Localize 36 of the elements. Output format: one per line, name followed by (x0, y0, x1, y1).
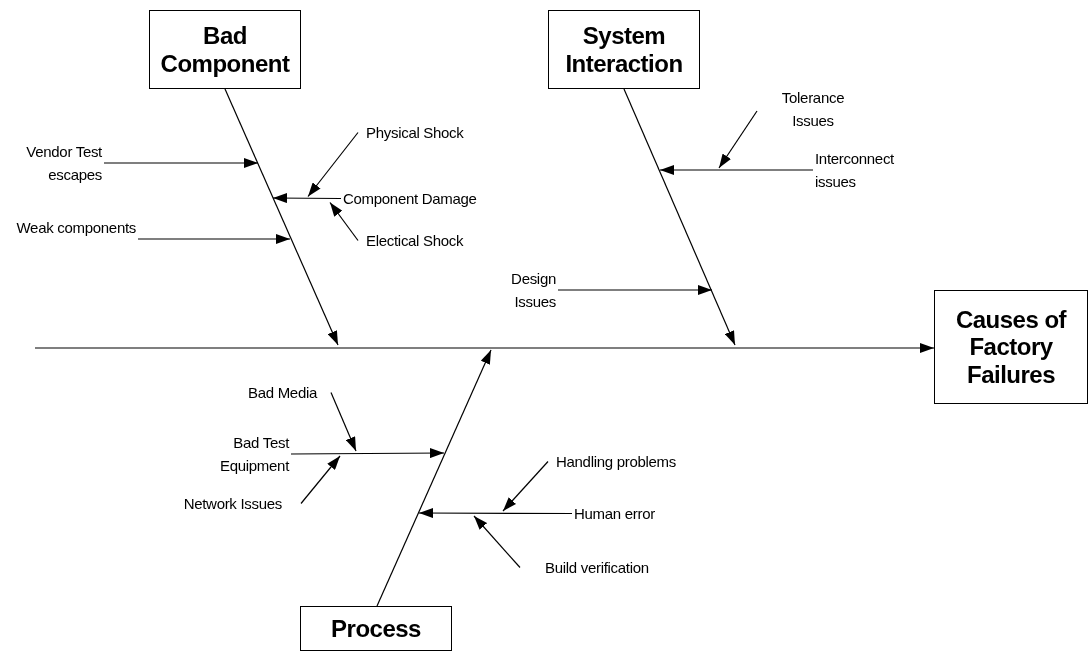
cause-label: Network Issues (140, 492, 282, 515)
effect-box: Causes of Factory Failures (934, 290, 1088, 404)
category-box: Bad Component (149, 10, 301, 89)
cause-arrow (473, 515, 521, 569)
bone-arrow (224, 88, 339, 346)
cause-arrow (272, 193, 342, 204)
cause-arrow (329, 201, 359, 242)
cause-arrow (502, 460, 549, 512)
cause-arrow (137, 234, 291, 244)
cause-label: Design Issues (476, 267, 556, 313)
cause-arrow (557, 285, 713, 295)
cause-label: Bad Media (215, 381, 317, 404)
cause-label: Weak components (0, 216, 136, 262)
cause-label: Component Damage (343, 187, 505, 210)
cause-label: Interconnect issues (815, 147, 930, 193)
cause-arrow (418, 508, 573, 519)
cause-arrow (307, 131, 359, 198)
cause-label: Vendor Test escapes (0, 140, 102, 186)
cause-label: Handling problems (556, 450, 706, 473)
category-box: Process (300, 606, 452, 651)
bone-arrow (376, 349, 492, 607)
spine-arrow (34, 343, 935, 353)
cause-arrow (300, 455, 341, 505)
cause-label: Bad Test Equipment (186, 431, 289, 477)
cause-arrow (290, 448, 445, 459)
cause-arrow (718, 110, 758, 169)
category-box: System Interaction (548, 10, 700, 89)
cause-arrow (330, 391, 357, 452)
cause-label: Build verification (545, 556, 690, 579)
cause-arrow (103, 158, 259, 168)
cause-arrow (659, 165, 814, 175)
cause-label: Tolerance Issues (764, 86, 862, 132)
cause-label: Electical Shock (366, 229, 491, 252)
cause-label: Physical Shock (366, 121, 491, 144)
bone-arrow (623, 88, 736, 346)
cause-label: Human error (574, 502, 689, 525)
